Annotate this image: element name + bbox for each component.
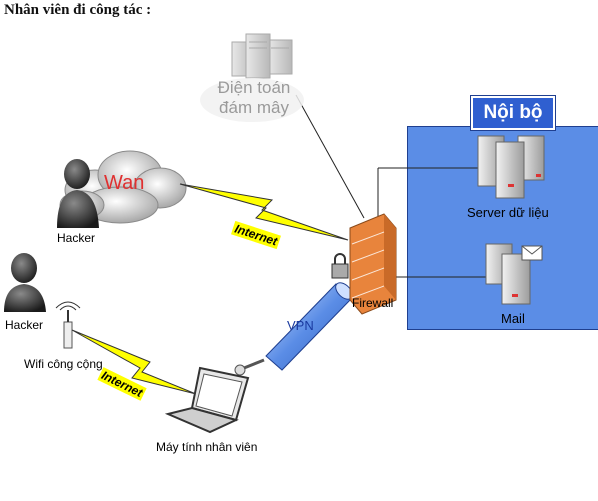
firewall-label: Firewall [352, 296, 394, 310]
cloud-server-icon [231, 33, 293, 79]
wan-label: Wan [104, 172, 145, 194]
mail-label: Mail [501, 311, 525, 326]
wifi-label: Wifi công cộng [24, 357, 103, 371]
laptop-icon [164, 366, 250, 434]
mail-server-icon [485, 243, 543, 305]
hacker-top-icon [57, 159, 99, 228]
hacker-left-label: Hacker [5, 318, 44, 332]
laptop-label: Máy tính nhân viên [156, 440, 258, 454]
link-cloud-firewall [295, 94, 365, 219]
cloud-computing-line1: Điện toán [217, 78, 291, 97]
hacker-top-label: Hacker [57, 231, 96, 245]
firewall-icon [349, 213, 397, 315]
cloud-computing-label: Điện toán đám mây [206, 78, 302, 118]
padlock-icon [331, 253, 349, 279]
connection-lines [295, 94, 490, 278]
key-icon [234, 358, 265, 376]
cloud-computing-line2: đám mây [219, 98, 289, 117]
computing-cloud-shape [200, 78, 304, 122]
vpn-label: VPN [287, 318, 314, 333]
server-label: Server dữ liệu [467, 205, 549, 220]
diagram-heading: Nhân viên đi công tác : [4, 2, 152, 18]
internal-zone-title: Nội bộ [470, 95, 556, 131]
data-server-icon [477, 135, 545, 199]
lightning-internet-top [179, 183, 349, 241]
hacker-left-icon [4, 253, 46, 312]
wifi-antenna-icon [55, 301, 81, 349]
